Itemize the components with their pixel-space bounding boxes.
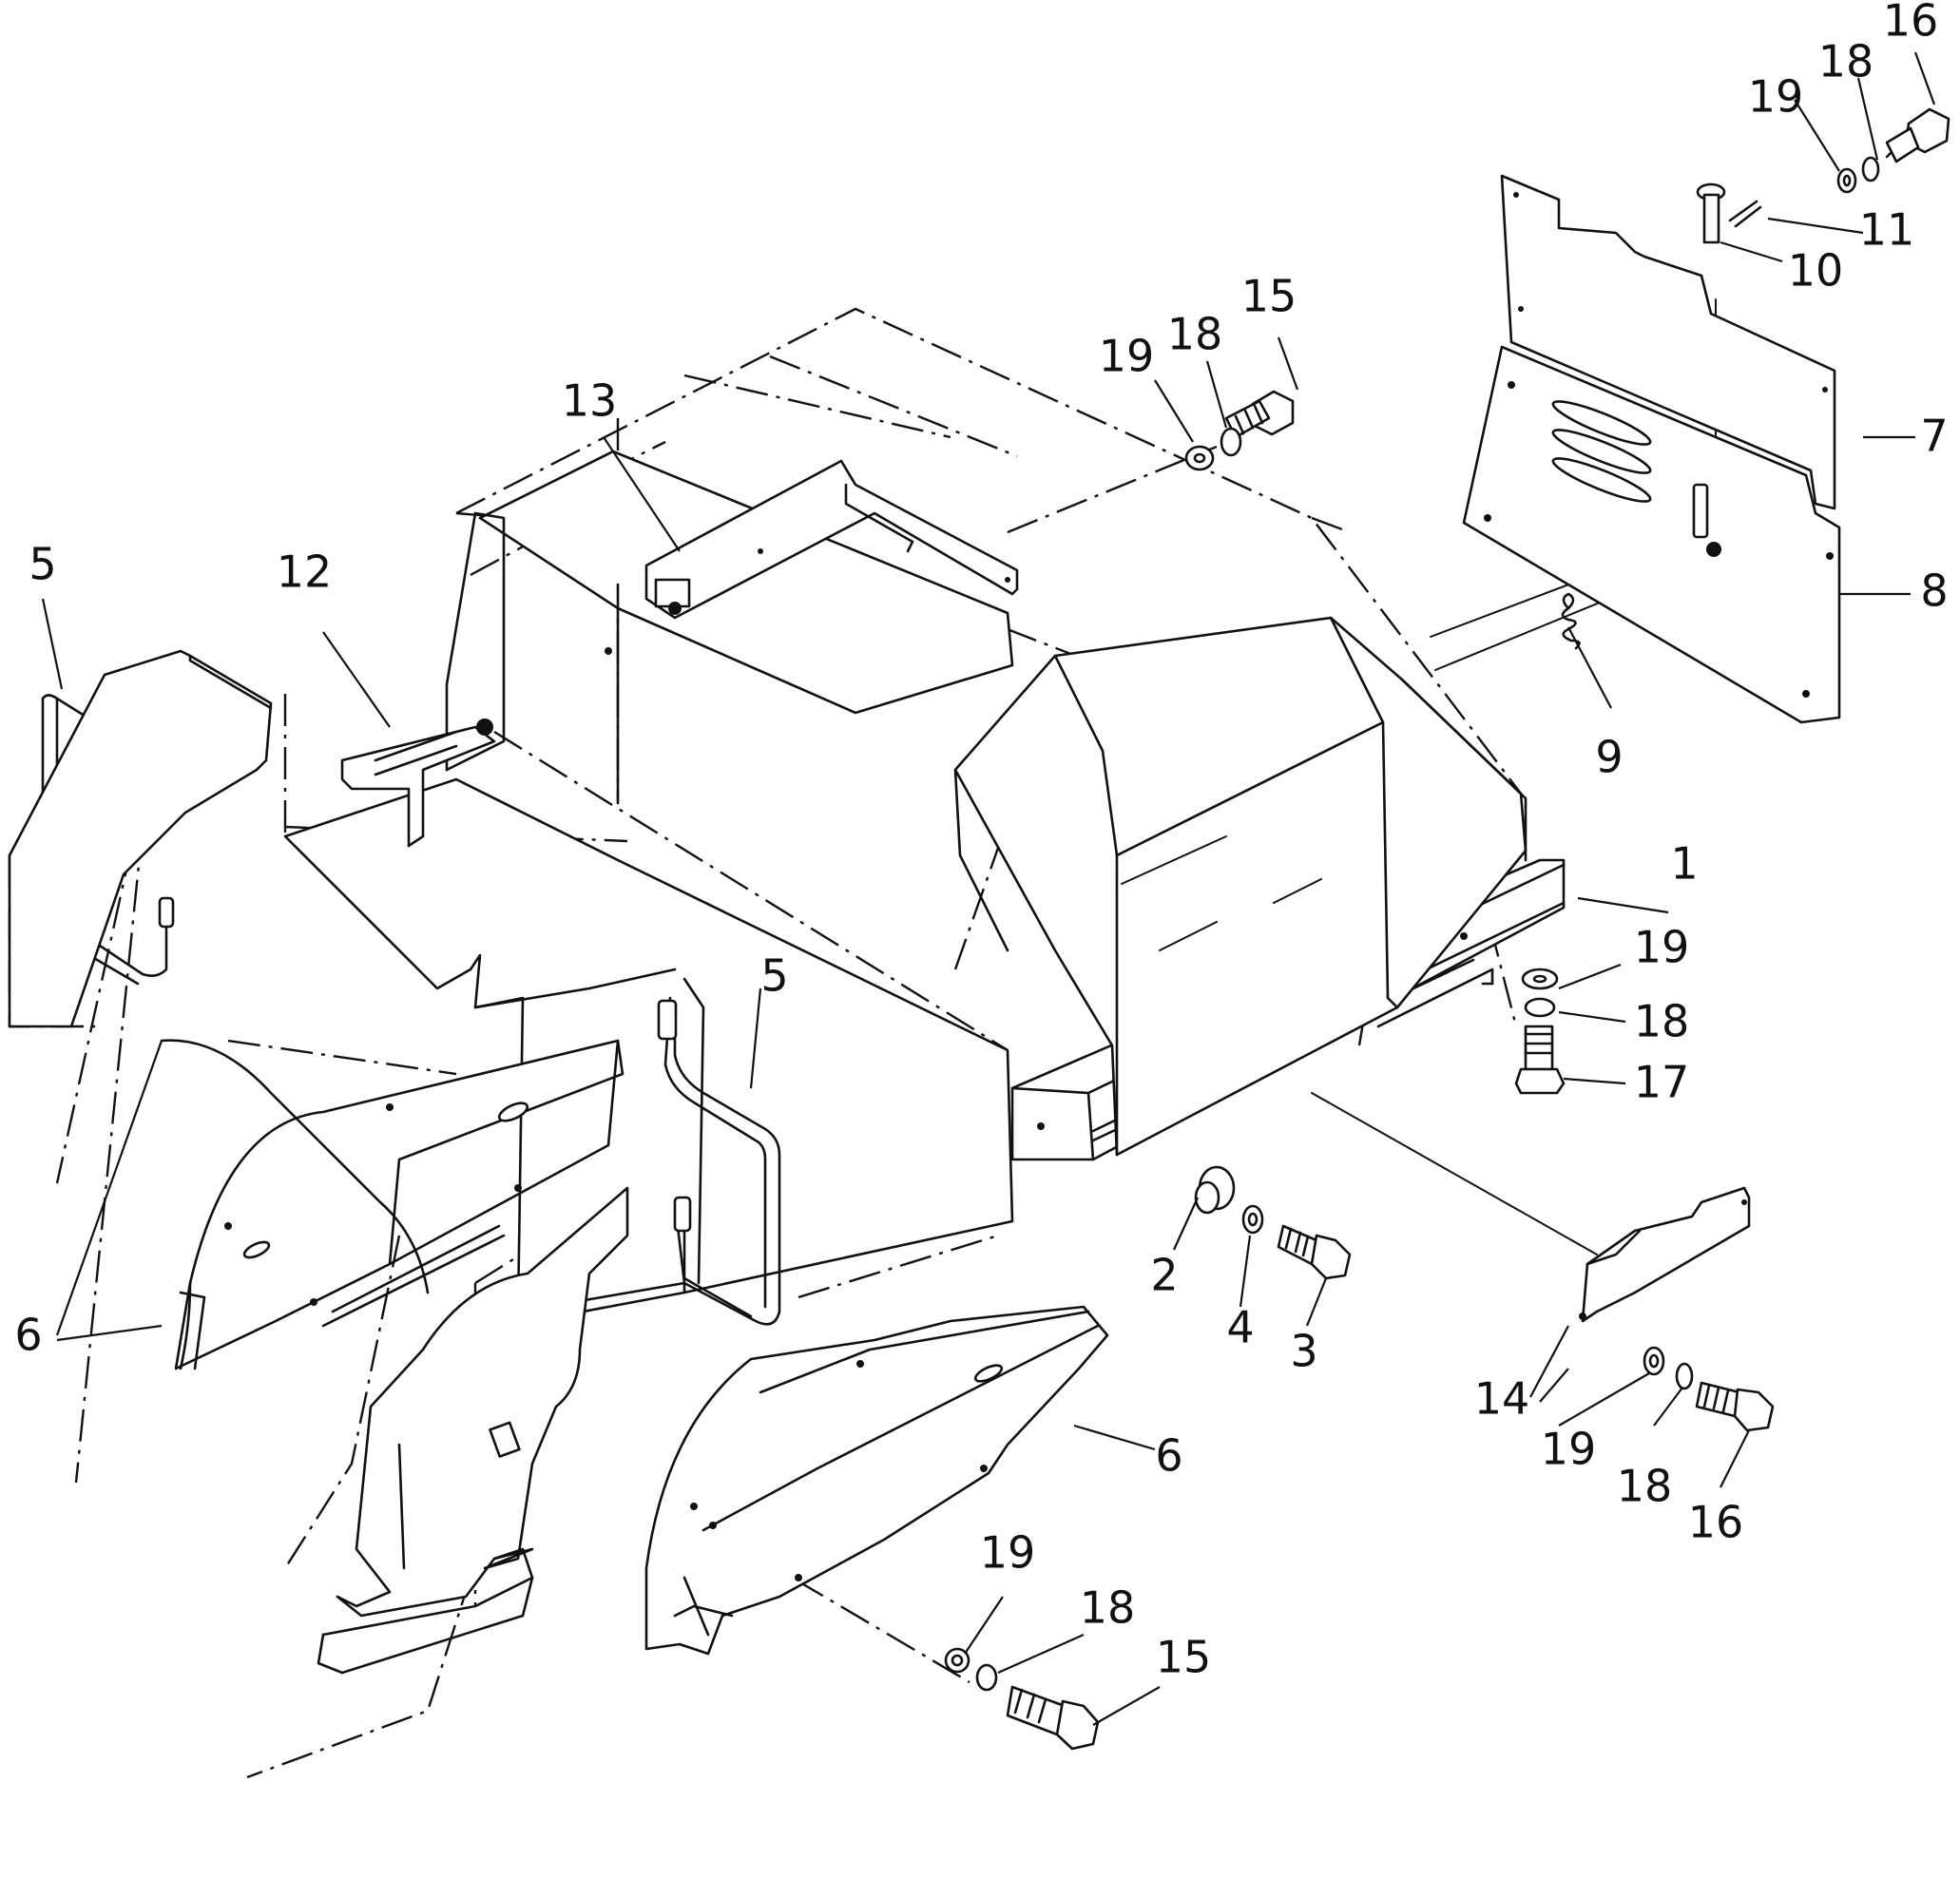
callout-7: 7	[1920, 411, 1948, 462]
bolt-3	[1277, 1224, 1352, 1280]
bolt-15-lower	[1006, 1685, 1100, 1751]
bracket-13	[644, 459, 1019, 620]
callout-17: 17	[1634, 1057, 1690, 1108]
callout-19-mid: 19	[1634, 922, 1690, 973]
spring-9	[1561, 592, 1581, 650]
callout-19-top: 19	[1748, 71, 1804, 123]
callout-18-top: 18	[1818, 36, 1874, 87]
callout-13: 13	[562, 375, 618, 427]
callout-9: 9	[1595, 732, 1623, 783]
callout-18-lower-right: 18	[1617, 1461, 1673, 1512]
curved-fender-right	[644, 1305, 1109, 1656]
callout-6-left: 6	[14, 1310, 42, 1361]
callout-10: 10	[1788, 245, 1844, 297]
handrail-right	[657, 996, 781, 1326]
lockwasher-18-lower-right	[1675, 1362, 1694, 1390]
callout-18-lower: 18	[1080, 1582, 1136, 1634]
door-panel-8	[1462, 345, 1841, 724]
bracket-12	[340, 719, 496, 848]
bolt-16-top	[1885, 107, 1950, 163]
callout-16-top: 16	[1883, 0, 1939, 47]
lockwasher-18-top	[1861, 156, 1880, 182]
callout-2: 2	[1150, 1250, 1178, 1301]
upper-side-panel	[445, 450, 1014, 805]
callout-16-lower: 16	[1688, 1497, 1744, 1548]
callouts: 1 2 3 4 5 5 6 6 7 8 9 10 11 12 13 14 15 …	[14, 0, 1948, 1683]
lockwasher-18-lower	[975, 1663, 998, 1692]
leader-lines	[41, 51, 1936, 1726]
washer-19-upper	[1184, 445, 1215, 471]
callout-19-lower: 19	[980, 1527, 1036, 1579]
callout-14: 14	[1474, 1373, 1530, 1425]
washer-4	[1241, 1204, 1264, 1235]
callout-12: 12	[277, 546, 333, 598]
callout-4: 4	[1226, 1302, 1254, 1353]
washer-19-top	[1836, 167, 1857, 194]
engine-hood	[953, 616, 1528, 1157]
curved-fender-left	[160, 1039, 625, 1370]
callout-6-right: 6	[1155, 1430, 1182, 1482]
callout-5-left: 5	[29, 539, 56, 590]
step-pillar	[317, 1186, 629, 1675]
washer-19-mid	[1521, 968, 1559, 990]
bolt-17	[1514, 1025, 1566, 1095]
lockwasher-18-mid	[1524, 997, 1556, 1018]
collar-2	[1194, 1165, 1236, 1215]
left-cover	[283, 777, 1014, 1323]
washer-19-lower-right	[1643, 1346, 1665, 1376]
callout-5-right: 5	[760, 950, 788, 1002]
bracket-14	[1579, 1186, 1751, 1323]
callout-18-upper: 18	[1167, 309, 1223, 360]
left-fender	[8, 649, 273, 1028]
lockwasher-18-upper	[1220, 427, 1242, 457]
callout-11: 11	[1859, 204, 1915, 256]
callout-3: 3	[1290, 1326, 1317, 1377]
callout-18-mid: 18	[1634, 996, 1690, 1047]
callout-8: 8	[1920, 565, 1948, 617]
cotter-11	[1728, 200, 1762, 228]
bolt-16-lower	[1695, 1381, 1775, 1432]
pin-10	[1696, 182, 1726, 244]
callout-19-lower-right: 19	[1541, 1424, 1597, 1475]
callout-1: 1	[1670, 838, 1698, 890]
door-panel-7	[1500, 174, 1836, 510]
callout-15-lower: 15	[1156, 1632, 1212, 1683]
callout-19-upper: 19	[1099, 331, 1155, 382]
callout-15-upper: 15	[1241, 271, 1297, 322]
washer-19-lower	[944, 1647, 970, 1674]
